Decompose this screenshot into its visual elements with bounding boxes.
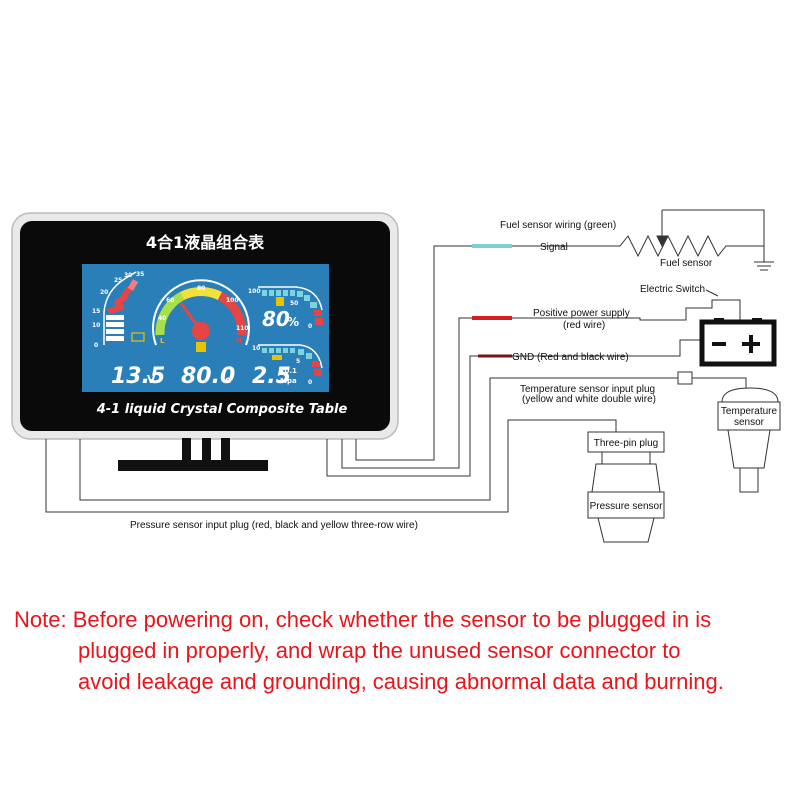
battery-icon [699,318,777,367]
fuel-scale-label: 0 [308,323,312,330]
pressure-sensor-label: Pressure sensor [590,501,663,512]
note-line: Note: Before powering on, check whether … [14,607,712,632]
signal-label: Signal [540,242,568,253]
pressure-sensor: Three-pin plug Pressure sensor [587,431,665,543]
pressure-wire [45,419,617,513]
voltage-scale-label: 15 [92,308,100,315]
switch-to-battery-wire [720,299,741,320]
pressure-scale-label: 0 [308,379,312,386]
temperature-unit: c [225,375,231,386]
combination-meter: 4合1液晶组合表 35 30 25 20 15 10 0 [11,212,399,471]
temperature-gauge: 40 60 80 100 110 L H [152,279,250,352]
fuel-sensor-resistor [512,234,765,262]
fuel-signal-wire [355,245,472,461]
temp-low-label: L [160,337,165,345]
voltage-scale-label: 10 [92,322,100,329]
fuel-scale-label: 50 [290,300,298,307]
voltage-unit: V [147,373,156,386]
red-wire-label: (red wire) [563,320,605,331]
fuel-readout: 80 [262,307,290,331]
temperature-sensor-label: Temperature [721,406,778,417]
needle-hub [192,322,210,340]
voltage-scale-label: 25 [114,277,122,284]
pressure-plug-label: Pressure sensor input plug (red, black a… [130,520,418,531]
ground-symbol-icon [754,261,774,271]
temperature-sensor-label: sensor [734,417,765,428]
meter-subtitle: 4-1 liquid Crystal Composite Table [96,402,348,417]
electric-switch-icon [512,289,720,321]
temp-scale-label: 60 [166,297,174,304]
warning-note: Note: Before powering on, check whether … [14,604,794,697]
fuel-sensor-label: Fuel sensor [660,258,713,269]
temp-scale-label: 80 [197,285,205,292]
voltage-gauge: 35 30 25 20 15 10 0 [92,271,145,349]
pressure-scale-label: 10 [252,345,260,352]
note-line: plugged in properly, and wrap the unused… [78,638,681,663]
temp-scale-label: 100 [226,297,239,304]
temp-scale-label: 40 [158,315,166,322]
three-pin-plug-label: Three-pin plug [594,438,658,449]
voltage-scale-label: 0 [94,342,98,349]
temperature-plug-wire-label: (yellow and white double wire) [522,394,656,405]
temperature-readout: 80.0 [181,364,235,389]
lcd-screen: 35 30 25 20 15 10 0 13.5 V 40 [82,264,329,392]
temp-high-label: H [236,337,242,345]
temperature-wire [79,377,678,501]
thermometer-icon [196,342,206,352]
gnd-wire [326,355,478,477]
pressure-unit: Mpa [280,377,297,385]
meter-title: 4合1液晶组合表 [146,233,265,252]
wiper-arrow-icon [656,235,668,248]
temperature-wire-to-sensor [692,377,747,392]
pressure-unit-multiplier: x0.1 [280,367,297,375]
fuel-wiring-label: Fuel sensor wiring (green) [500,220,616,231]
temperature-plug-icon [677,371,693,385]
pressure-readout: 2.5 [252,364,291,389]
wiring-diagram: 4合1液晶组合表 35 30 25 20 15 10 0 [11,209,781,543]
fuel-scale-label: 100 [248,288,261,295]
mounting-bracket [118,438,268,471]
oil-can-icon [272,355,282,360]
battery-icon [131,332,145,342]
temperature-plug-label: Temperature sensor input plug [520,384,655,395]
wiring-lines [45,209,774,513]
voltage-scale-label: 30 [124,272,132,279]
power-wire [341,317,472,469]
gnd-label: GND (Red and black wire) [512,352,629,363]
temperature-sensor: Temperature sensor [717,387,781,493]
note-line: avoid leakage and grounding, causing abn… [78,669,724,694]
fuel-pump-icon [276,297,284,306]
temp-scale-label: 110 [236,325,249,332]
electric-switch-label: Electric Switch [640,284,705,295]
voltage-scale-label: 35 [136,271,144,278]
fuel-gauge: 100 50 0 [248,286,323,330]
voltage-readout: 13.5 [111,364,165,389]
fuel-sensor-return [662,209,765,246]
voltage-scale-label: 20 [100,289,108,296]
pressure-gauge: 10 5 0 [252,344,323,386]
gnd-to-battery-wire [512,339,700,357]
pressure-scale-label: 5 [296,358,300,365]
fuel-unit: % [287,315,299,329]
positive-supply-label: Positive power supply [533,308,630,319]
